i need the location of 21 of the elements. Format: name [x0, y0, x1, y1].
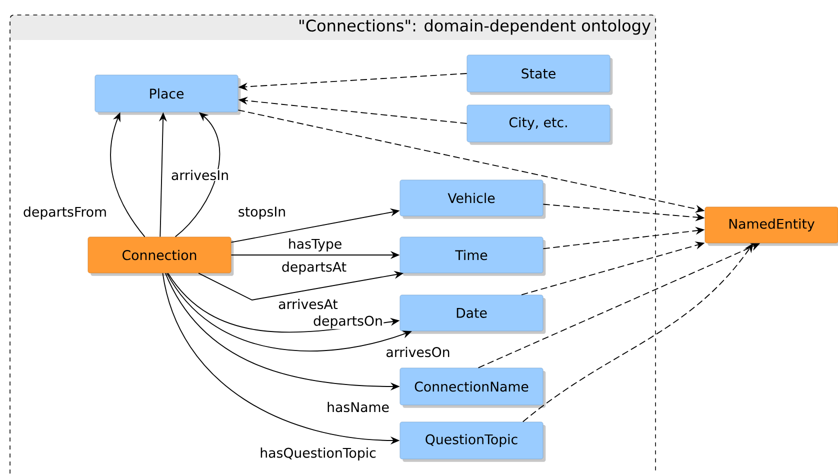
arrow — [174, 112, 220, 238]
edge-label: arrivesOn — [385, 346, 451, 358]
class-box: Time — [400, 236, 546, 276]
class-box: ConnectionName — [400, 368, 546, 408]
edge-label: hasName — [326, 401, 390, 413]
class-box: State — [466, 54, 613, 95]
edge-label: hasType — [287, 238, 343, 252]
class-box: Place — [94, 74, 241, 115]
edge-label: hasQuestionTopic — [258, 446, 378, 462]
edge-label: arrivesAt — [277, 298, 339, 310]
class-box: Date — [400, 294, 546, 334]
edge-label: stopsIn — [237, 206, 287, 220]
edge-label: arrivesIn — [170, 169, 230, 181]
class-box: QuestionTopic — [400, 422, 546, 462]
edge-label: departsFrom — [22, 206, 108, 220]
class-box: Connection — [88, 236, 234, 276]
class-box: NamedEntity — [704, 206, 838, 246]
edge-label: departsAt — [280, 260, 348, 276]
class-box: Vehicle — [400, 180, 546, 219]
class-box: City, etc. — [466, 104, 613, 145]
edge-label: departsOn — [312, 314, 384, 330]
